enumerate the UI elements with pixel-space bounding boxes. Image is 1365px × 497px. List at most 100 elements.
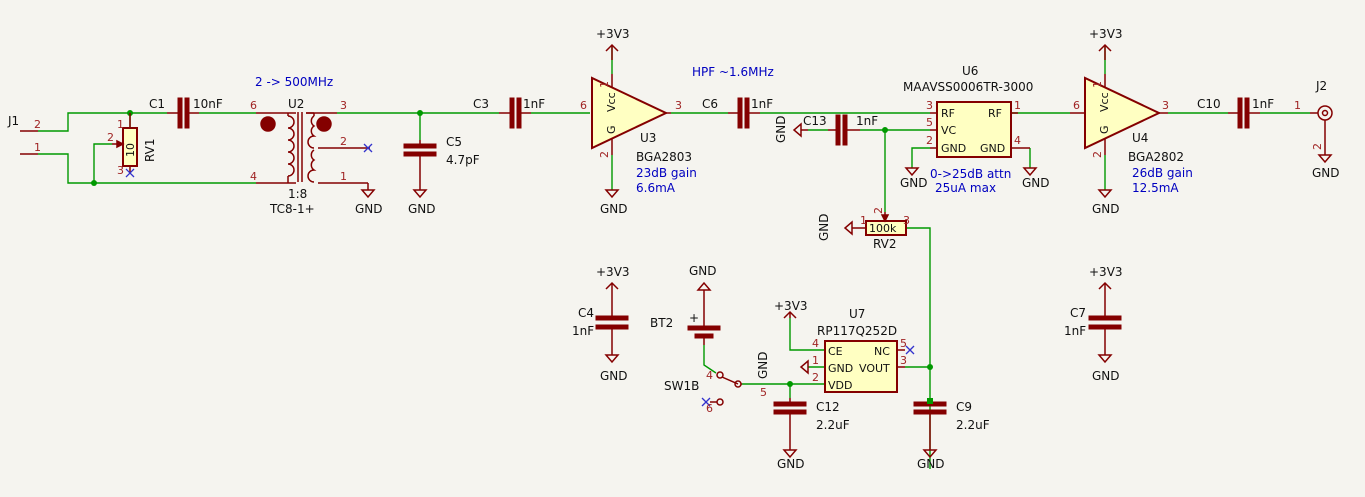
gnd-u2-label: GND <box>355 202 383 216</box>
gnd-j2-label: GND <box>1312 166 1340 180</box>
j2-ref: J2 <box>1315 79 1327 93</box>
capacitor-c3: C3 1nF <box>473 97 545 129</box>
u4-pin6: 6 <box>1073 99 1080 112</box>
u3-vcc: Vcc <box>605 92 618 112</box>
amplifier-u3: Vcc G 1 2 6 3 U3 BGA2803 23dB gain 6.6mA <box>580 74 697 195</box>
gnd-c4: GND <box>600 354 628 383</box>
u4-pin1: 1 <box>1091 81 1104 88</box>
bt2-plus: + <box>689 311 699 325</box>
j1-pin2: 2 <box>34 118 41 131</box>
connector-j1: J1 2 1 <box>7 114 41 155</box>
capacitor-c9: C9 2.2uF <box>913 398 990 450</box>
u6-pin4: 4 <box>1014 134 1021 147</box>
power-3v3-c4: +3V3 <box>596 265 630 290</box>
power-3v3-u4: +3V3 <box>1089 27 1123 60</box>
u2-pin1: 1 <box>340 170 347 183</box>
rv2-pin2: 2 <box>872 207 885 214</box>
power-3v3-u3-label: +3V3 <box>596 27 630 41</box>
gnd-c13-label: GND <box>774 115 788 143</box>
capacitor-c12: C12 2.2uF <box>773 398 850 450</box>
sw1b-pin4: 4 <box>706 369 713 382</box>
u3-ref: U3 <box>640 131 656 145</box>
u6-gnd-left: GND <box>941 142 966 155</box>
u7-ref: U7 <box>849 307 865 321</box>
rv1-pin2: 2 <box>107 131 114 144</box>
u3-pin2: 2 <box>598 151 611 158</box>
u7-gnd: GND <box>828 362 853 375</box>
gnd-u6-left-label: GND <box>900 176 928 190</box>
c13-value: 1nF <box>856 114 878 128</box>
gnd-c9: GND <box>917 449 945 471</box>
c10-ref: C10 <box>1197 97 1221 111</box>
u6-vc: VC <box>941 124 957 137</box>
u2-pin6: 6 <box>250 99 257 112</box>
gnd-u6-right: GND <box>1022 167 1050 190</box>
capacitor-c13: C13 1nF <box>803 114 878 146</box>
capacitor-c6: HPF ~1.6MHz C6 1nF <box>692 65 774 129</box>
gnd-c12-label: GND <box>777 457 805 471</box>
gnd-c7: GND <box>1092 354 1120 383</box>
u7-pin1: 1 <box>812 354 819 367</box>
u3-gain-note: 23dB gain <box>636 166 697 180</box>
c5-ref: C5 <box>446 135 462 149</box>
gnd-c13: GND <box>774 115 808 143</box>
band-note: 2 -> 500MHz <box>255 75 333 89</box>
c12-ref: C12 <box>816 400 840 414</box>
c12-value: 2.2uF <box>816 418 850 432</box>
u7-pin5: 5 <box>900 337 907 350</box>
rv1-ref: RV1 <box>143 138 157 162</box>
sw1b-pin5: 5 <box>760 386 767 399</box>
c1-ref: C1 <box>149 97 165 111</box>
capacitor-c1: C1 10nF <box>149 97 223 129</box>
gnd-c7-label: GND <box>1092 369 1120 383</box>
u7-ce: CE <box>828 345 843 358</box>
switch-sw1b: 4 5 6 SW1B <box>664 369 767 415</box>
u2-value: TC8-1+ <box>269 202 315 216</box>
gnd-u2: GND <box>355 189 383 216</box>
c9-ref: C9 <box>956 400 972 414</box>
transformer-u2: 2 -> 500MHz U2 6 4 3 2 1 1:8 TC8-1+ <box>250 75 373 216</box>
wire-junctions <box>91 110 933 387</box>
rv2-pin3: 3 <box>903 214 910 227</box>
potentiometer-rv2: 100k RV2 1 2 3 <box>852 207 910 251</box>
u7-pin3: 3 <box>900 354 907 367</box>
j2-pin1: 1 <box>1294 99 1301 112</box>
u6-pin2: 2 <box>926 134 933 147</box>
gnd-c5-label: GND <box>408 202 436 216</box>
u4-current-note: 12.5mA <box>1132 181 1179 195</box>
u6-gnd-right: GND <box>980 142 1005 155</box>
u6-value: MAAVSS0006TR-3000 <box>903 80 1033 94</box>
gnd-u6-left: GND <box>900 167 928 190</box>
sw1b-ref: SW1B <box>664 379 699 393</box>
sw1b-pin6: 6 <box>706 402 713 415</box>
u4-pin2: 2 <box>1091 151 1104 158</box>
u3-pin1: 1 <box>598 81 611 88</box>
power-3v3-u7-label: +3V3 <box>774 299 808 313</box>
power-3v3-c7-label: +3V3 <box>1089 265 1123 279</box>
gnd-c4-label: GND <box>600 369 628 383</box>
u7-vdd: VDD <box>828 379 852 392</box>
u7-pin2: 2 <box>812 371 819 384</box>
gnd-u7-label: GND <box>756 351 770 379</box>
connector-j2: J2 1 2 <box>1294 79 1333 152</box>
amplifier-u4: Vcc G 1 2 6 3 U4 BGA2802 26dB gain 12.5m… <box>1070 74 1193 195</box>
power-3v3-u7: +3V3 <box>774 299 808 319</box>
gnd-u4-label: GND <box>1092 202 1120 216</box>
rv1-value: 10 <box>124 143 137 157</box>
u3-g: G <box>605 125 618 134</box>
rv2-value: 100k <box>869 222 897 235</box>
potentiometer-rv1: 10 RV1 1 2 3 <box>107 113 157 178</box>
c3-value: 1nF <box>523 97 545 111</box>
gnd-bt2: GND <box>689 264 717 291</box>
gnd-c5: GND <box>408 189 436 216</box>
u6-range-note: 0->25dB attn <box>930 167 1011 181</box>
c4-ref: C4 <box>578 306 594 320</box>
c7-value: 1nF <box>1064 324 1086 338</box>
rv2-pin1: 1 <box>860 214 867 227</box>
capacitor-c5: C5 4.7pF <box>403 135 480 190</box>
gnd-c12: GND <box>777 449 805 471</box>
u4-g: G <box>1098 125 1111 134</box>
gnd-u3-label: GND <box>600 202 628 216</box>
gnd-u6-right-label: GND <box>1022 176 1050 190</box>
